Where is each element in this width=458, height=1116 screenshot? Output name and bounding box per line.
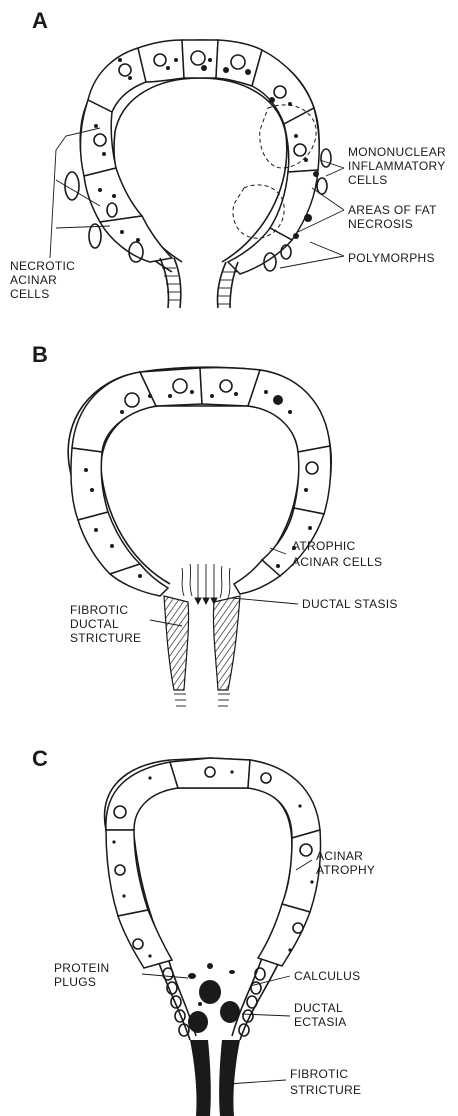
label-areas-of-fat-necrosis: AREAS OF FAT NECROSIS — [348, 203, 437, 231]
svg-text:STRICTURE: STRICTURE — [70, 631, 141, 645]
panel-c: C — [32, 746, 375, 1116]
panel-b-stricture-left — [164, 596, 189, 690]
svg-text:FIBROTIC: FIBROTIC — [290, 1067, 348, 1081]
panel-b: B — [32, 342, 398, 706]
panel-b-stricture-right — [213, 596, 240, 690]
panel-a-duct-right — [217, 262, 238, 308]
svg-text:PROTEIN: PROTEIN — [54, 961, 109, 975]
svg-text:ACINAR: ACINAR — [10, 273, 57, 287]
label-necrotic-acinar-cells: NECROTIC ACINAR CELLS — [10, 259, 75, 301]
panel-a-acinar-cells — [81, 40, 320, 274]
svg-text:DUCTAL: DUCTAL — [294, 1001, 343, 1015]
svg-text:INFLAMMATORY: INFLAMMATORY — [348, 159, 446, 173]
panel-a-duct-rings — [162, 268, 235, 304]
svg-text:ATROPHIC: ATROPHIC — [292, 539, 356, 553]
panel-b-duct-rings — [174, 694, 230, 706]
label-acinar-atrophy: ACINAR ATROPHY — [316, 849, 375, 877]
label-ductal-stasis: DUCTAL STASIS — [302, 597, 398, 611]
panel-c-fibrotic-stricture — [190, 1040, 240, 1116]
label-ductal-ectasia: DUCTAL ECTASIA — [294, 1001, 347, 1029]
svg-text:MONONUCLEAR: MONONUCLEAR — [348, 145, 446, 159]
panel-b-stasis-arrows — [182, 564, 230, 604]
label-calculus: CALCULUS — [294, 969, 360, 983]
svg-text:ATROPHY: ATROPHY — [316, 863, 375, 877]
svg-text:ACINAR: ACINAR — [316, 849, 363, 863]
panel-a: A — [10, 8, 446, 308]
svg-text:PLUGS: PLUGS — [54, 975, 96, 989]
panel-b-letter: B — [32, 342, 48, 367]
svg-text:NECROTIC: NECROTIC — [10, 259, 75, 273]
label-fibrotic-stricture: FIBROTIC STRICTURE — [290, 1067, 361, 1097]
label-protein-plugs: PROTEIN PLUGS — [54, 961, 109, 989]
panel-c-calculi — [188, 980, 240, 1033]
svg-text:AREAS OF FAT: AREAS OF FAT — [348, 203, 437, 217]
svg-text:FIBROTIC: FIBROTIC — [70, 603, 128, 617]
label-atrophic-acinar-cells: ATROPHIC ACINAR CELLS — [292, 539, 382, 569]
svg-text:ECTASIA: ECTASIA — [294, 1015, 347, 1029]
svg-text:ACINAR CELLS: ACINAR CELLS — [292, 555, 382, 569]
svg-text:STRICTURE: STRICTURE — [290, 1083, 361, 1097]
svg-text:CELLS: CELLS — [348, 173, 388, 187]
svg-text:DUCTAL: DUCTAL — [70, 617, 119, 631]
label-mononuclear-inflammatory-cells: MONONUCLEAR INFLAMMATORY CELLS — [348, 145, 446, 187]
label-fibrotic-ductal-stricture: FIBROTIC DUCTAL STRICTURE — [70, 603, 141, 645]
label-polymorphs: POLYMORPHS — [348, 251, 435, 265]
svg-text:NECROSIS: NECROSIS — [348, 217, 413, 231]
panel-a-duct-left — [160, 258, 181, 308]
svg-text:CELLS: CELLS — [10, 287, 50, 301]
panel-a-letter: A — [32, 8, 48, 33]
panel-c-letter: C — [32, 746, 48, 771]
